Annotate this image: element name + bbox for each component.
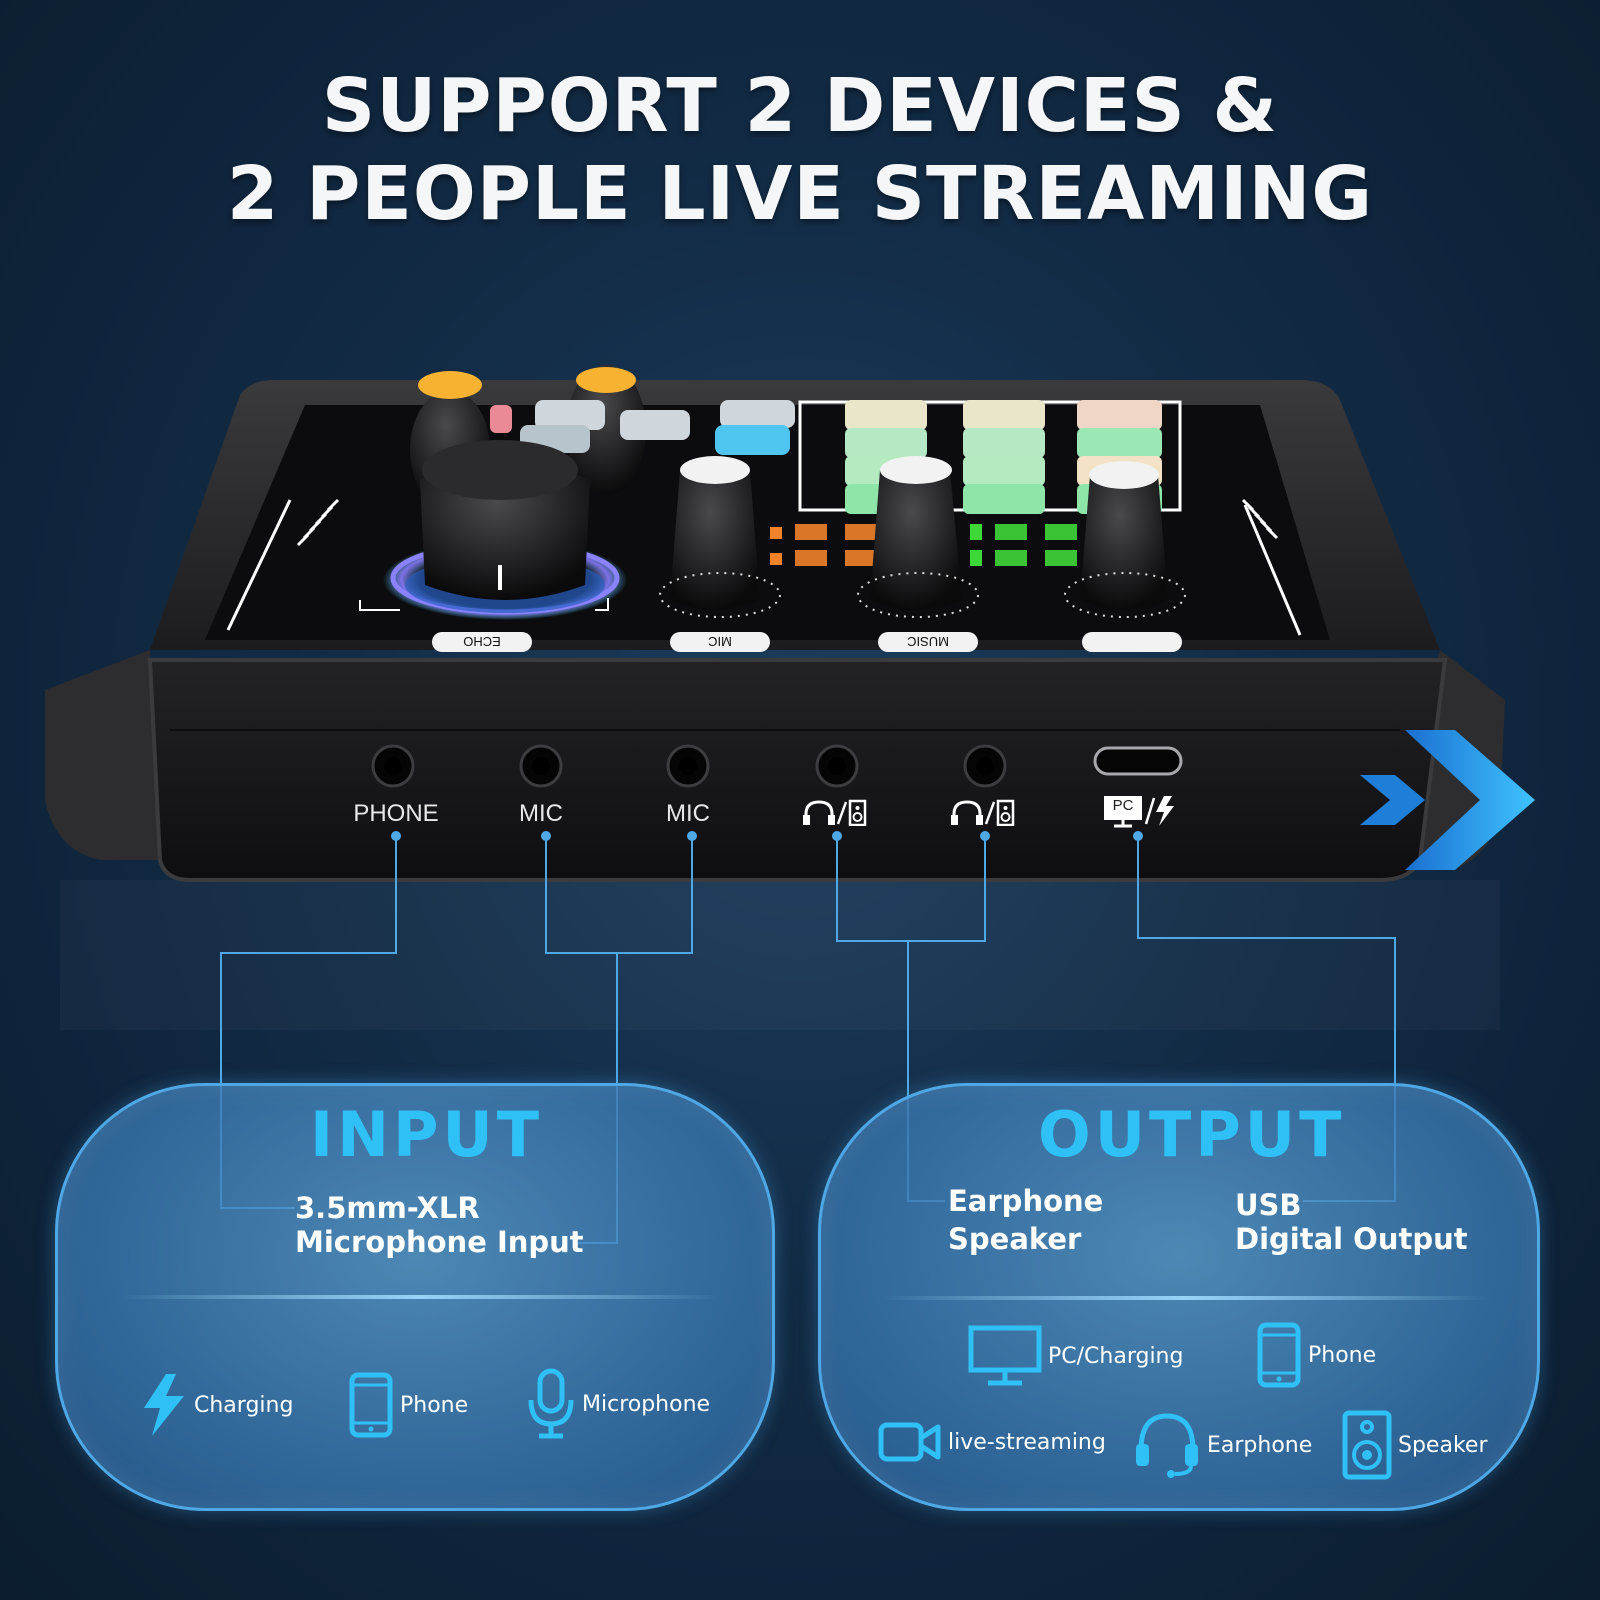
music-knob	[857, 456, 979, 618]
output-feature-pc-charging: PC/Charging	[968, 1325, 1183, 1387]
input-feature-charging: Charging	[138, 1372, 293, 1438]
input-desc-line-2: Microphone Input	[295, 1225, 584, 1259]
output-feature-earphone: Earphone	[1133, 1410, 1312, 1480]
input-title: INPUT	[310, 1098, 544, 1171]
lightning-icon	[144, 1374, 184, 1436]
knob-label-mic: MIC	[708, 634, 732, 649]
video-camera-icon	[878, 1422, 941, 1462]
left-end-cap	[45, 650, 175, 860]
earphone-label: Earphone	[1207, 1432, 1313, 1458]
microphone-icon	[528, 1368, 574, 1439]
pc-charging-label: PC/Charging	[1048, 1343, 1184, 1369]
phone-label: Phone	[400, 1392, 469, 1418]
output-right-line-2: Digital Output	[1235, 1222, 1468, 1256]
input-divider	[120, 1295, 720, 1299]
output-left-line-2: Speaker	[948, 1222, 1082, 1256]
phone-icon	[349, 1372, 393, 1438]
charging-label: Charging	[194, 1392, 294, 1418]
input-desc-line-1: 3.5mm-XLR	[295, 1191, 480, 1225]
level-meters	[770, 524, 1077, 566]
output-divider	[880, 1296, 1490, 1300]
pc-label: PC	[1112, 797, 1134, 814]
monitor-icon	[968, 1325, 1042, 1386]
knob-label-music: MUSIC	[907, 634, 949, 649]
phone-icon	[1257, 1322, 1301, 1388]
output-feature-live-streaming: live-streaming	[878, 1420, 1106, 1464]
knob-label-echo: ECHO	[463, 634, 501, 649]
input-feature-phone: Phone	[348, 1372, 468, 1438]
output-phone-label: Phone	[1308, 1342, 1377, 1368]
output-title: OUTPUT	[1038, 1098, 1346, 1171]
port-jacks	[371, 744, 1183, 788]
output-knob	[1064, 461, 1186, 618]
mic-knob	[659, 456, 781, 618]
port-label-phone: PHONE	[353, 800, 439, 827]
headphone-speaker-icon	[951, 799, 1015, 826]
live-streaming-label: live-streaming	[948, 1429, 1106, 1455]
microphone-label: Microphone	[582, 1391, 711, 1417]
output-feature-speaker: Speaker	[1342, 1410, 1487, 1480]
input-feature-microphone: Microphone	[526, 1368, 710, 1440]
headset-icon	[1136, 1413, 1198, 1478]
output-right-line-1: USB	[1235, 1188, 1302, 1222]
headline-line-2: 2 PEOPLE LIVE STREAMING	[226, 151, 1374, 237]
output-feature-phone: Phone	[1256, 1322, 1376, 1388]
headphone-speaker-icon	[803, 799, 867, 826]
speaker-label: Speaker	[1398, 1432, 1488, 1458]
port-label-mic-1: MIC	[519, 800, 563, 827]
chevron-arrows-icon	[1360, 730, 1535, 870]
headline: SUPPORT 2 DEVICES & 2 PEOPLE LIVE STREAM…	[0, 62, 1600, 238]
speaker-icon	[1342, 1410, 1392, 1480]
output-left-line-1: Earphone	[948, 1184, 1104, 1218]
pc-charging-icon: PC	[1102, 794, 1178, 828]
headline-line-1: SUPPORT 2 DEVICES &	[321, 63, 1279, 149]
port-label-mic-2: MIC	[666, 800, 710, 827]
